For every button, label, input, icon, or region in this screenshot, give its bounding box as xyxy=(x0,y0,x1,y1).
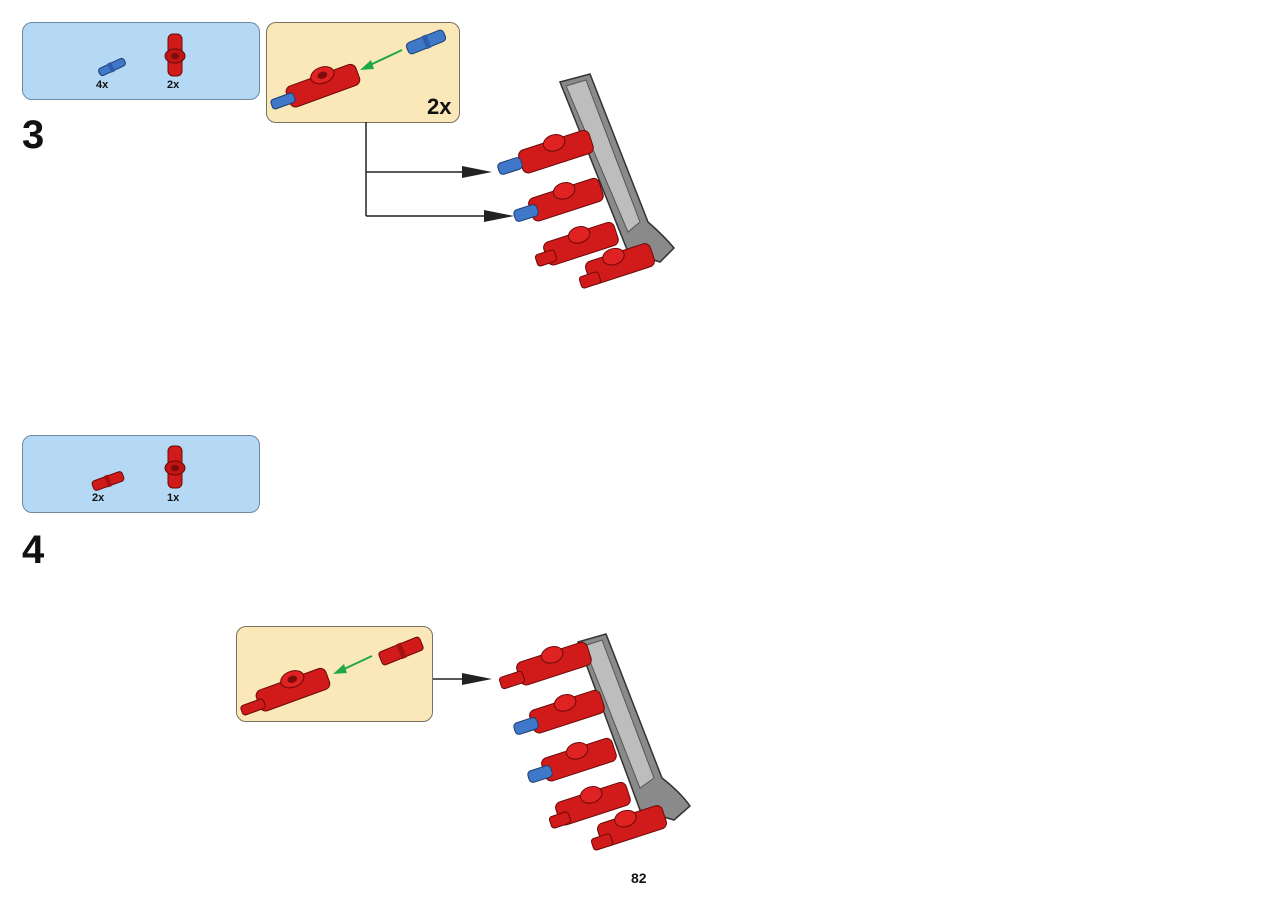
blue-axle-pin-icon xyxy=(405,29,447,55)
red-axle-pin-icon xyxy=(534,249,558,267)
placement-arrow xyxy=(365,122,514,222)
insert-arrow xyxy=(367,49,403,67)
part-qty: 4x xyxy=(96,79,109,91)
red-connector-icon xyxy=(518,129,594,174)
subassembly-multiplier: 2x xyxy=(427,94,452,119)
red-axle-pin-icon xyxy=(499,670,525,690)
placement-arrow xyxy=(433,673,492,685)
insert-arrow xyxy=(341,655,373,671)
page-number: 82 xyxy=(631,870,647,886)
red-axle-pin-icon xyxy=(378,636,424,666)
red-axle-pin-icon xyxy=(578,271,602,289)
red-connector-icon xyxy=(543,221,619,266)
red-axle-pin-icon xyxy=(590,833,614,851)
part-qty: 1x xyxy=(167,492,180,504)
blue-axle-pin-icon xyxy=(270,92,296,110)
red-connector-icon xyxy=(255,667,331,712)
blue-axle-pin-icon xyxy=(497,157,523,175)
gray-beam-icon xyxy=(558,73,676,263)
red-connector-icon xyxy=(555,781,631,826)
gray-beam-icon xyxy=(577,633,692,821)
red-connector-icon xyxy=(529,689,605,734)
red-axle-pin-icon xyxy=(240,698,266,716)
part-qty: 2x xyxy=(167,79,180,91)
step4-parts-callout xyxy=(22,435,260,513)
part-qty: 2x xyxy=(92,492,105,504)
red-axle-pin-icon xyxy=(91,471,125,491)
blue-axle-pin-icon xyxy=(513,204,539,222)
step-number: 3 xyxy=(22,113,45,157)
red-axle-pin-icon xyxy=(548,811,572,829)
blue-axle-pin-icon xyxy=(98,57,126,77)
step-number: 4 xyxy=(22,528,45,572)
red-connector-icon xyxy=(585,243,655,285)
red-connector-icon xyxy=(164,445,186,489)
red-connector-icon xyxy=(516,641,592,686)
red-connector-icon xyxy=(164,33,186,77)
blue-axle-pin-icon xyxy=(513,717,539,735)
step3-parts-callout xyxy=(22,22,260,100)
blue-axle-pin-icon xyxy=(527,765,553,783)
red-connector-icon xyxy=(528,177,604,222)
